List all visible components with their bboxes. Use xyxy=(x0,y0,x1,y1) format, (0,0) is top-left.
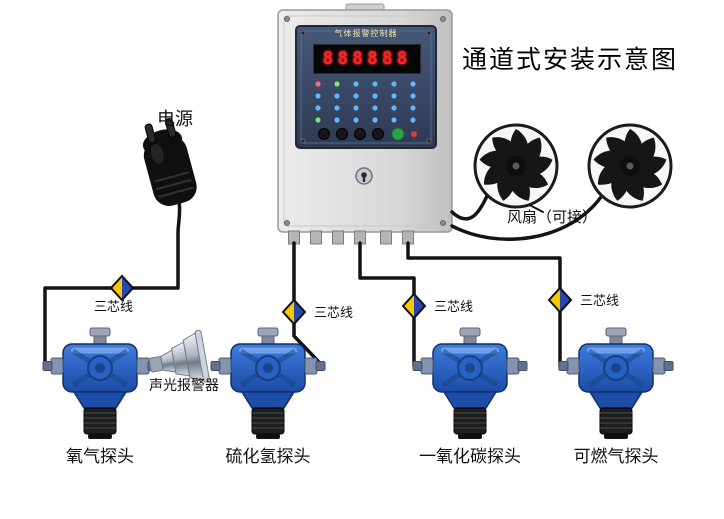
detector-oxygen xyxy=(43,328,157,439)
controller-panel-title: 气体报警控制器 xyxy=(334,29,398,38)
cable-glands xyxy=(288,230,414,245)
three-core-wire-label-3: 三芯线 xyxy=(434,299,474,314)
led-display: 888888 xyxy=(313,44,421,74)
diagram-title: 通道式安装示意图 xyxy=(462,47,679,74)
detector-label-combustible: 可燃气探头 xyxy=(573,447,659,466)
detector-label-co: 一氧化碳探头 xyxy=(419,447,521,466)
fan1-icon xyxy=(473,123,559,209)
three-core-wire-label-1: 三芯线 xyxy=(94,299,134,314)
detector-co xyxy=(413,328,527,439)
wiring xyxy=(43,194,603,368)
detector-combustible xyxy=(559,328,673,439)
panel-buttons xyxy=(318,127,417,141)
three-core-wire-label-4: 三芯线 xyxy=(580,293,620,308)
power-label: 电源 xyxy=(157,109,193,129)
detector-label-oxygen: 氧气探头 xyxy=(66,447,134,466)
wire-connector-diamond-4 xyxy=(548,287,572,313)
controller-to-detector2-wire xyxy=(292,241,320,363)
cabinet-lock xyxy=(355,167,373,185)
indicator-light-grid xyxy=(315,81,416,123)
fan-label: 风扇（可接） xyxy=(507,209,598,226)
detector-label-h2s: 硫化氢探头 xyxy=(225,447,311,466)
sound-light-alarm xyxy=(148,329,210,383)
three-core-wire-label-2: 三芯线 xyxy=(314,305,354,320)
power-plug xyxy=(142,118,197,206)
fan1-wire xyxy=(450,194,489,221)
wire-connector-diamond-2 xyxy=(282,299,306,325)
wire-connector-diamond-3 xyxy=(402,293,426,319)
power-to-detector1-wire xyxy=(43,199,182,368)
detector-h2s xyxy=(211,328,325,439)
fan2-wire xyxy=(450,195,603,241)
controller-unit xyxy=(277,3,453,245)
fan2-icon xyxy=(587,123,673,209)
controller-to-detector3-wire xyxy=(358,241,416,368)
wire-connector-diamond-1 xyxy=(110,275,134,301)
sound-light-alarm-label: 声光报警器 xyxy=(149,377,219,393)
